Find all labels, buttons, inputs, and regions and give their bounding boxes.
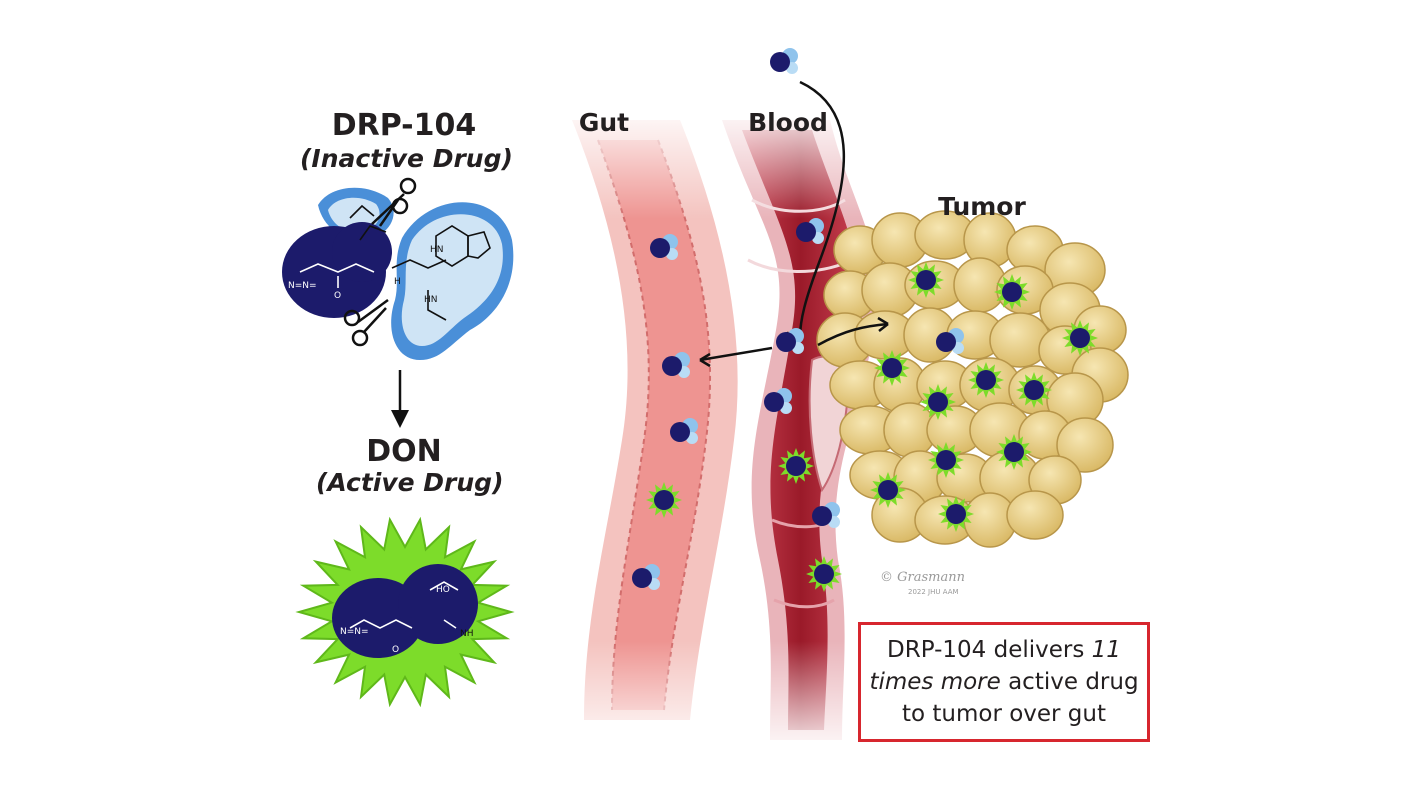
- don-subtitle: (Active Drug): [316, 468, 504, 497]
- artist-signature: © Grasmann: [880, 570, 965, 585]
- artist-signature-sub: 2022 JHU AAM: [908, 588, 959, 596]
- don-title: DON: [366, 434, 442, 469]
- active-drug-particle: [938, 496, 974, 532]
- active-drug-particle: [1062, 320, 1098, 356]
- down-arrow-head: [391, 410, 409, 428]
- scissors-icon-2: [343, 298, 389, 347]
- active-drug-particle: [778, 448, 814, 484]
- active-drug-particle: [928, 442, 964, 478]
- tumor-label: Tumor: [938, 192, 1026, 221]
- callout-part2: active drug to tumor over gut: [901, 669, 1139, 727]
- gut-label: Gut: [578, 108, 630, 137]
- azide-label: N=N=: [288, 281, 317, 291]
- inactive-drug-particle: [764, 388, 792, 414]
- inactive-drug-particle: [770, 48, 798, 74]
- inactive-drug-particle: [936, 328, 964, 354]
- active-drug-particle: [874, 350, 910, 386]
- active-drug-particle: [994, 274, 1030, 310]
- hn-label-2: HN: [424, 295, 438, 305]
- active-drug-particle: [1016, 372, 1052, 408]
- oxygen-label: O: [334, 291, 341, 301]
- inactive-drug-particle: [776, 328, 804, 354]
- inactive-drug-particle: [670, 418, 698, 444]
- active-drug-particle: [920, 384, 956, 420]
- scissors-icon: [371, 177, 417, 227]
- active-drug-particle: [806, 556, 842, 592]
- inactive-drug-particle: [632, 564, 660, 590]
- drug-particles: [632, 48, 1098, 592]
- inactive-drug-particle: [812, 502, 840, 528]
- active-drug-particle: [870, 472, 906, 508]
- tumor-cell: [1006, 490, 1064, 540]
- blood-label: Blood: [748, 108, 828, 137]
- don-molecule: N=N= O HO NH: [295, 516, 515, 708]
- drp104-subtitle: (Inactive Drug): [300, 144, 513, 173]
- callout-emphasis: 11 times more: [869, 637, 1121, 695]
- active-drug-particle: [646, 482, 682, 518]
- active-drug-particle: [968, 362, 1004, 398]
- summary-callout: DRP-104 delivers 11 times more active dr…: [858, 622, 1150, 742]
- inactive-drug-particle: [662, 352, 690, 378]
- callout-text: DRP-104 delivers 11 times more active dr…: [861, 634, 1147, 730]
- tumor-cell: [1056, 417, 1114, 473]
- drp104-molecule: N=N= O HN HN H: [282, 187, 514, 360]
- inactive-drug-particle: [796, 218, 824, 244]
- active-drug-particle: [996, 434, 1032, 470]
- inactive-drug-particle: [650, 234, 678, 260]
- nh-label: NH: [460, 629, 474, 639]
- active-drug-particle: [908, 262, 944, 298]
- don-oxygen-label: O: [392, 645, 399, 655]
- don-azide-label: N=N=: [340, 627, 369, 637]
- ho-label: HO: [436, 585, 450, 595]
- drp104-title: DRP-104: [331, 108, 477, 143]
- callout-part1: DRP-104 delivers: [887, 637, 1092, 663]
- h-label: H: [394, 277, 401, 287]
- hn-label: HN: [430, 245, 444, 255]
